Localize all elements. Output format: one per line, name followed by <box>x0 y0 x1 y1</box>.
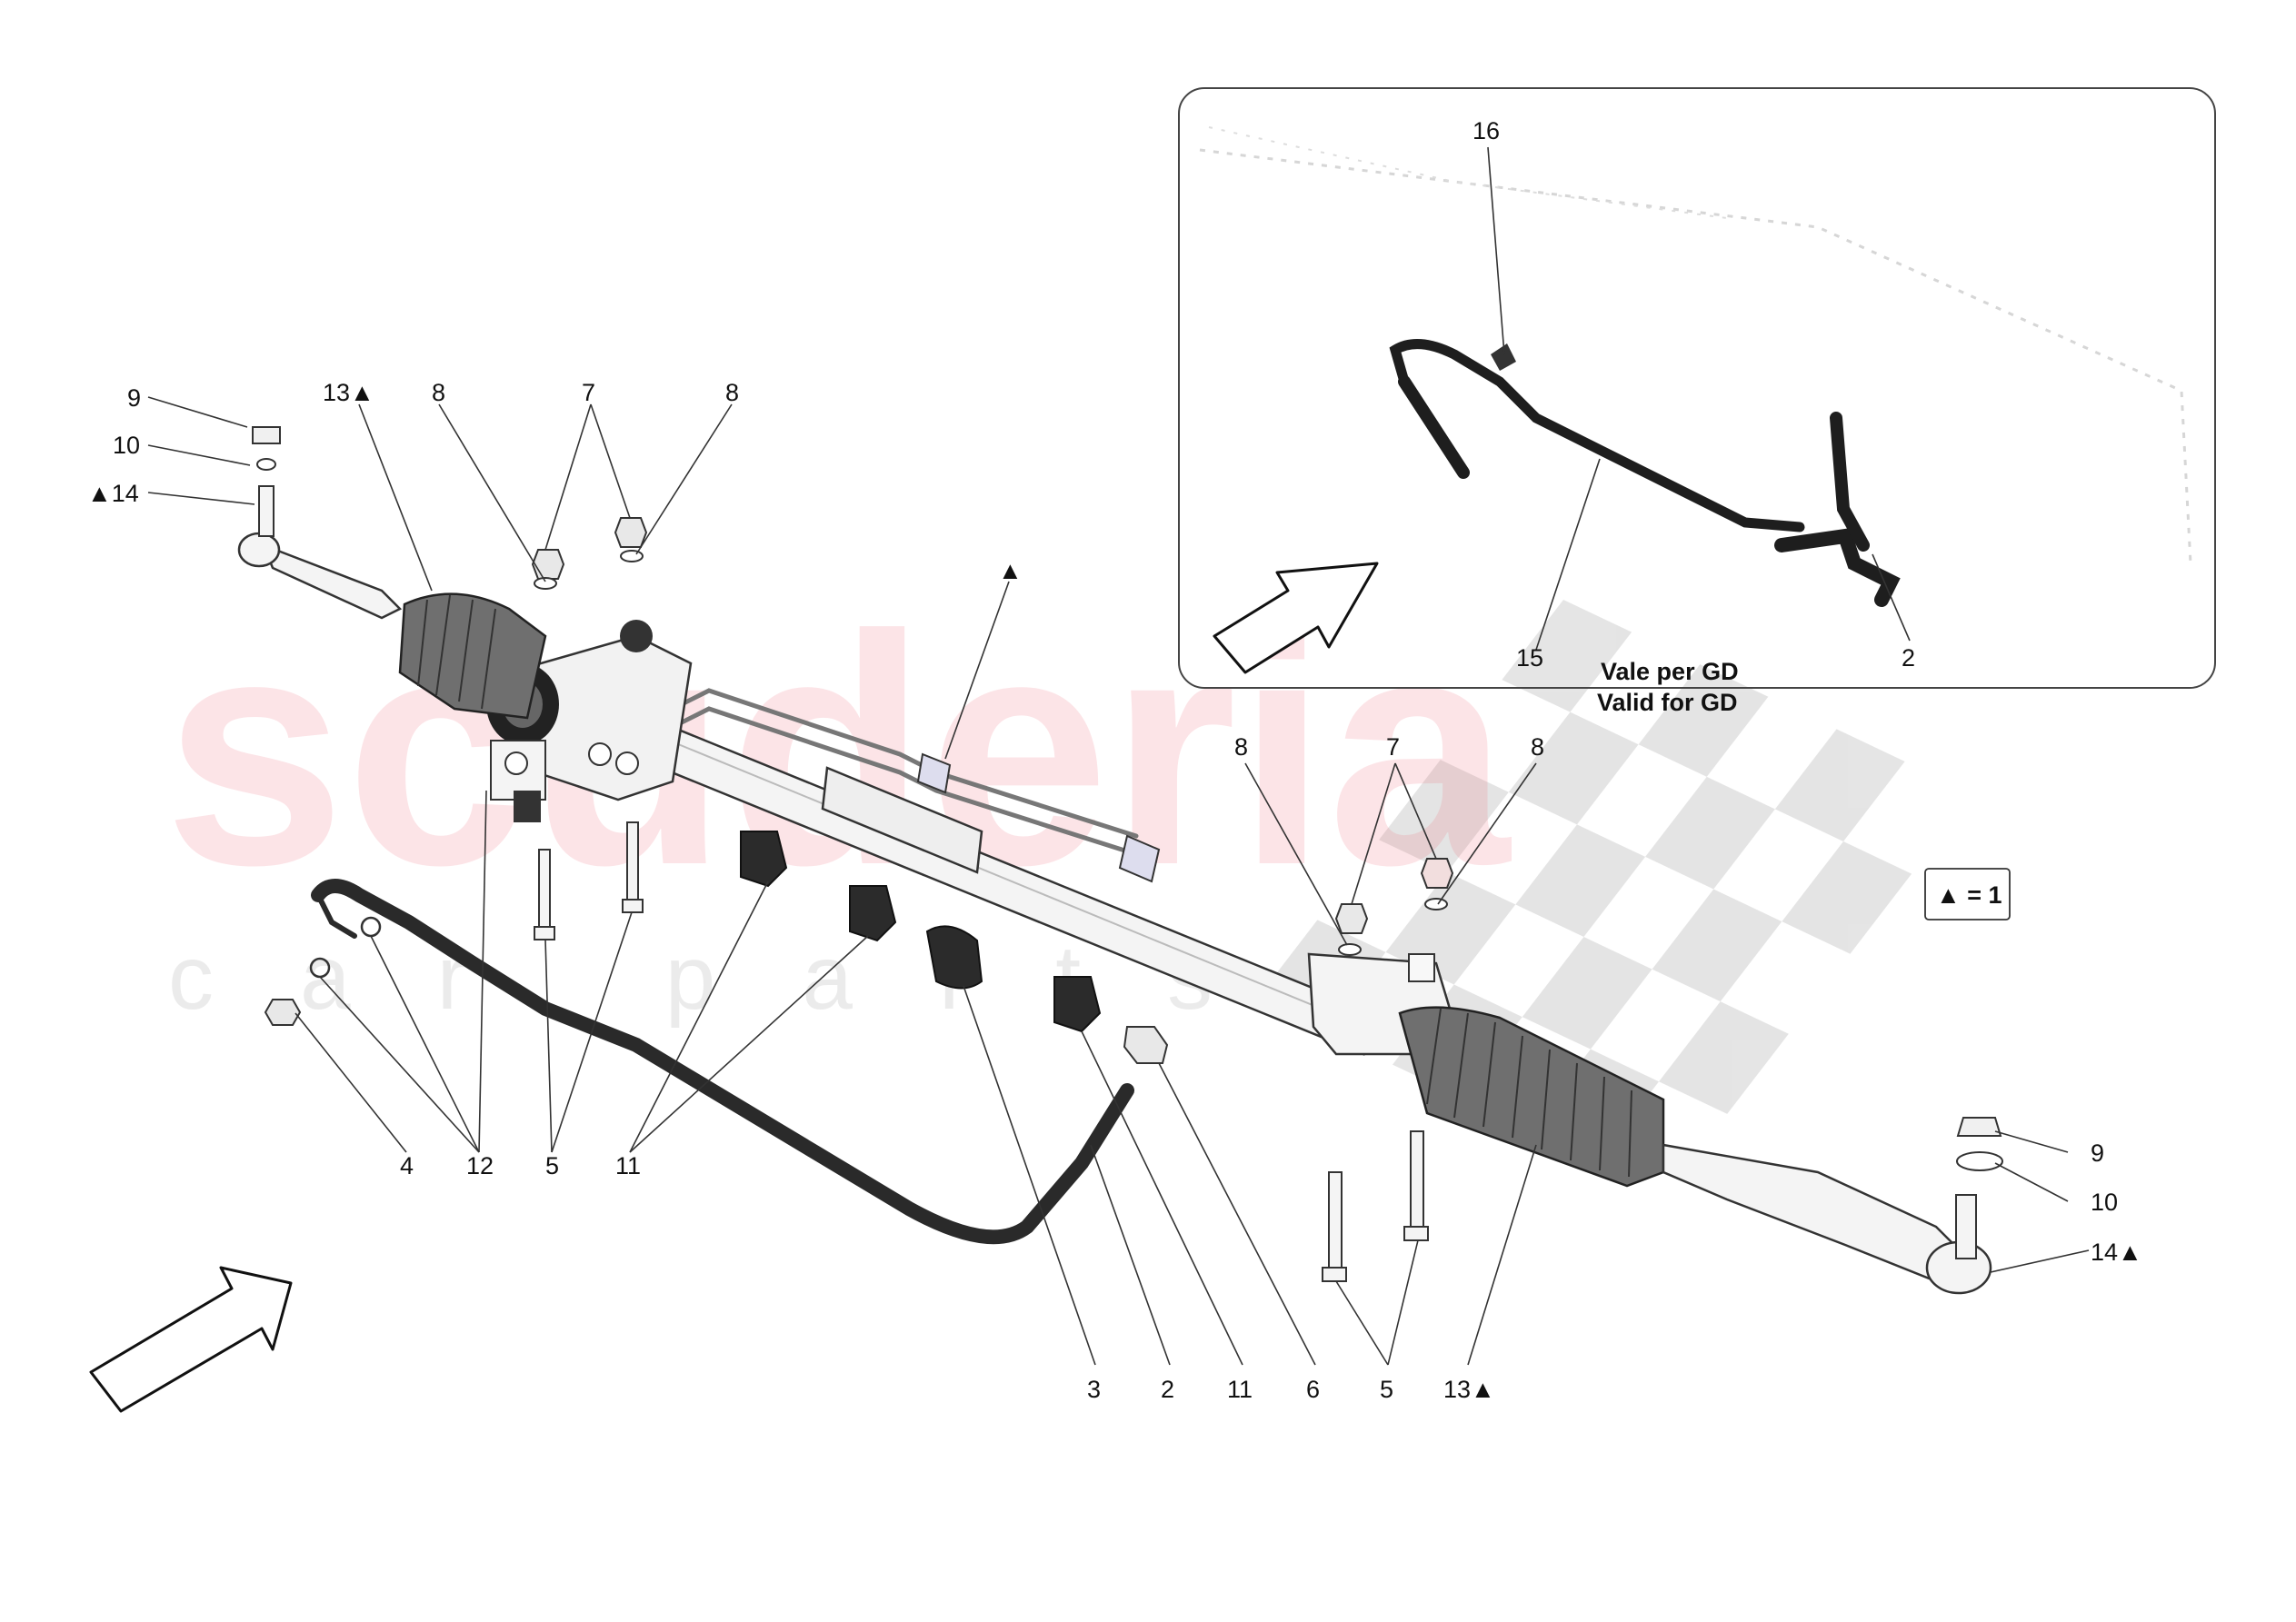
legend-text: ▲ = 1 <box>1936 881 2002 909</box>
callout-8-right-b: 8 <box>1531 733 1544 761</box>
inset-frame <box>1178 87 2216 689</box>
callout-5-right: 5 <box>1380 1376 1393 1403</box>
inset-callout-16: 16 <box>1472 117 1500 144</box>
callout-6: 6 <box>1306 1376 1320 1403</box>
callout-9-right: 9 <box>2091 1139 2104 1167</box>
direction-arrow <box>89 1266 293 1413</box>
callout-14-right: 14▲ <box>2091 1239 2142 1266</box>
watermark-sub: car parts <box>168 927 1299 1029</box>
callout-triangle-mid: ▲ <box>998 557 1023 584</box>
callout-14-left: ▲14 <box>87 480 139 507</box>
callout-2: 2 <box>1161 1376 1174 1403</box>
callout-3: 3 <box>1087 1376 1101 1403</box>
callout-5-left: 5 <box>545 1152 559 1179</box>
callout-11-right: 11 <box>1227 1376 1253 1403</box>
steering-rack-assembly <box>237 426 2003 1295</box>
callout-7-right: 7 <box>1386 733 1400 761</box>
inset-panel: 16 15 2 Vale per GD Valid for GD <box>1178 87 2216 716</box>
callout-11-left: 11 <box>615 1152 641 1179</box>
legend-box: ▲ = 1 <box>1924 868 2011 920</box>
callout-10-left: 10 <box>113 432 140 459</box>
callout-8-right-a: 8 <box>1234 733 1248 761</box>
callout-7-left: 7 <box>582 379 595 406</box>
left-boot <box>398 592 547 720</box>
callout-13-right: 13▲ <box>1443 1376 1495 1403</box>
inset-callout-15: 15 <box>1516 644 1543 672</box>
left-tie-rod <box>237 426 403 620</box>
callout-8-left-b: 8 <box>725 379 739 406</box>
right-tie-rod <box>1662 1117 2003 1295</box>
inset-note-it: Vale per GD <box>1601 658 1739 685</box>
callout-12: 12 <box>466 1152 494 1179</box>
callout-13-left: 13▲ <box>323 379 374 406</box>
inset-direction-arrow <box>1213 562 1379 674</box>
callout-9-left: 9 <box>127 384 141 412</box>
pressure-hose <box>311 879 1134 1245</box>
inset-note-en: Valid for GD <box>1597 689 1738 716</box>
inset-callout-2: 2 <box>1902 644 1915 672</box>
callout-10-right: 10 <box>2091 1189 2118 1216</box>
callout-8-left-a: 8 <box>432 379 445 406</box>
leader-lines <box>147 396 2090 1366</box>
callout-4: 4 <box>400 1152 414 1179</box>
callouts: 9 10 ▲14 13▲ 8 7 8 ▲ 8 7 8 9 10 14▲ 4 12… <box>87 379 2142 1403</box>
